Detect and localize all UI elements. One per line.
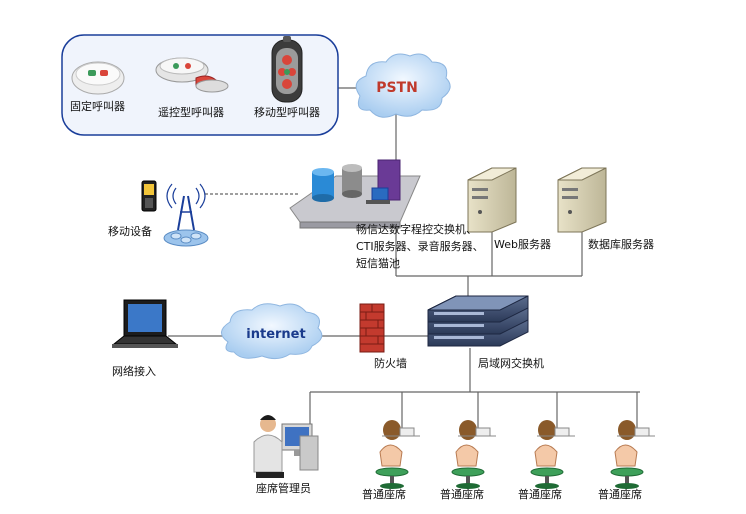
agent-seat-label-1: 普通座席 — [362, 488, 406, 501]
firewall-icon — [359, 303, 385, 353]
laptop-icon — [112, 299, 178, 348]
network-access-label: 网络接入 — [112, 365, 156, 378]
pbx-label: 畅信达数字程控交换机、CTI服务器、录音服务器、短信猫池 — [356, 223, 484, 270]
firewall-label: 防火墙 — [374, 357, 407, 370]
mobile-phone-icon — [141, 180, 157, 212]
agent-seat-label-4: 普通座席 — [598, 488, 642, 501]
seat-manager-label: 座席管理员 — [256, 482, 311, 495]
cell-tower-icon — [163, 183, 209, 247]
internet-label: internet — [246, 327, 306, 342]
agent-seat-icon-1 — [375, 420, 420, 489]
web-server-label: Web服务器 — [494, 238, 551, 251]
remote-caller-label: 遥控型呼叫器 — [158, 106, 224, 119]
agent-seat-label-2: 普通座席 — [440, 488, 484, 501]
fixed-caller-label: 固定呼叫器 — [70, 100, 125, 113]
lan-switch-label: 局域网交换机 — [478, 357, 544, 370]
agent-seat-label-3: 普通座席 — [518, 488, 562, 501]
agent-seat-icon-4 — [610, 420, 655, 489]
internet-cloud — [221, 303, 323, 360]
seat-manager-icon — [253, 415, 319, 478]
mobile-caller-icon — [271, 36, 303, 103]
web-server-icon — [467, 167, 517, 233]
fixed-caller-icon — [71, 61, 125, 95]
lan-switch-icon — [427, 295, 529, 347]
agent-seat-icon-2 — [451, 420, 496, 489]
mobile-device-label: 移动设备 — [108, 225, 152, 238]
pstn-cloud — [355, 53, 451, 118]
remote-caller-icon — [155, 57, 229, 93]
mobile-caller-label: 移动型呼叫器 — [254, 106, 320, 119]
database-server-icon — [557, 167, 607, 233]
pstn-label: PSTN — [376, 80, 418, 96]
database-server-label: 数据库服务器 — [588, 238, 654, 251]
agent-seat-icon-3 — [530, 420, 575, 489]
pbx-platform-icon — [289, 159, 421, 229]
